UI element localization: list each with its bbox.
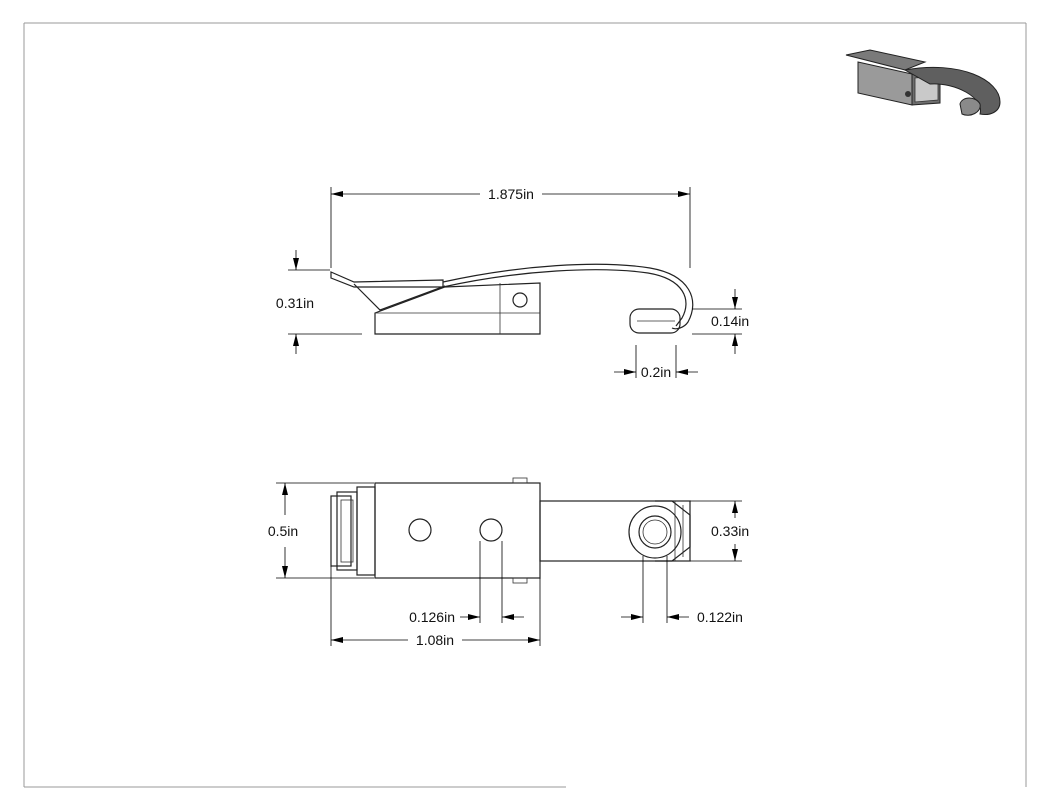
sheet-border [23,22,1027,788]
dim-hook-width: 0.33in [711,523,749,539]
dim-hook-depth: 0.2in [641,364,671,380]
mount-hole-2 [479,518,503,542]
dim-width: 0.5in [268,523,298,539]
dim-pin-diameter: 0.122in [697,609,743,625]
dim-hole-diameter: 0.126in [409,609,455,625]
top-view [330,477,691,584]
side-view [330,263,694,335]
dim-base-length: 1.08in [416,632,454,648]
dim-overall-length: 1.875in [488,186,534,202]
mount-hole-1 [408,518,432,542]
latch-3d-icon [845,49,1001,116]
dimensions: 1.875in 0.31in 0.14in 0.2in 0.5in [268,186,749,648]
dim-height: 0.31in [276,295,314,311]
dim-hook-height: 0.14in [711,313,749,329]
